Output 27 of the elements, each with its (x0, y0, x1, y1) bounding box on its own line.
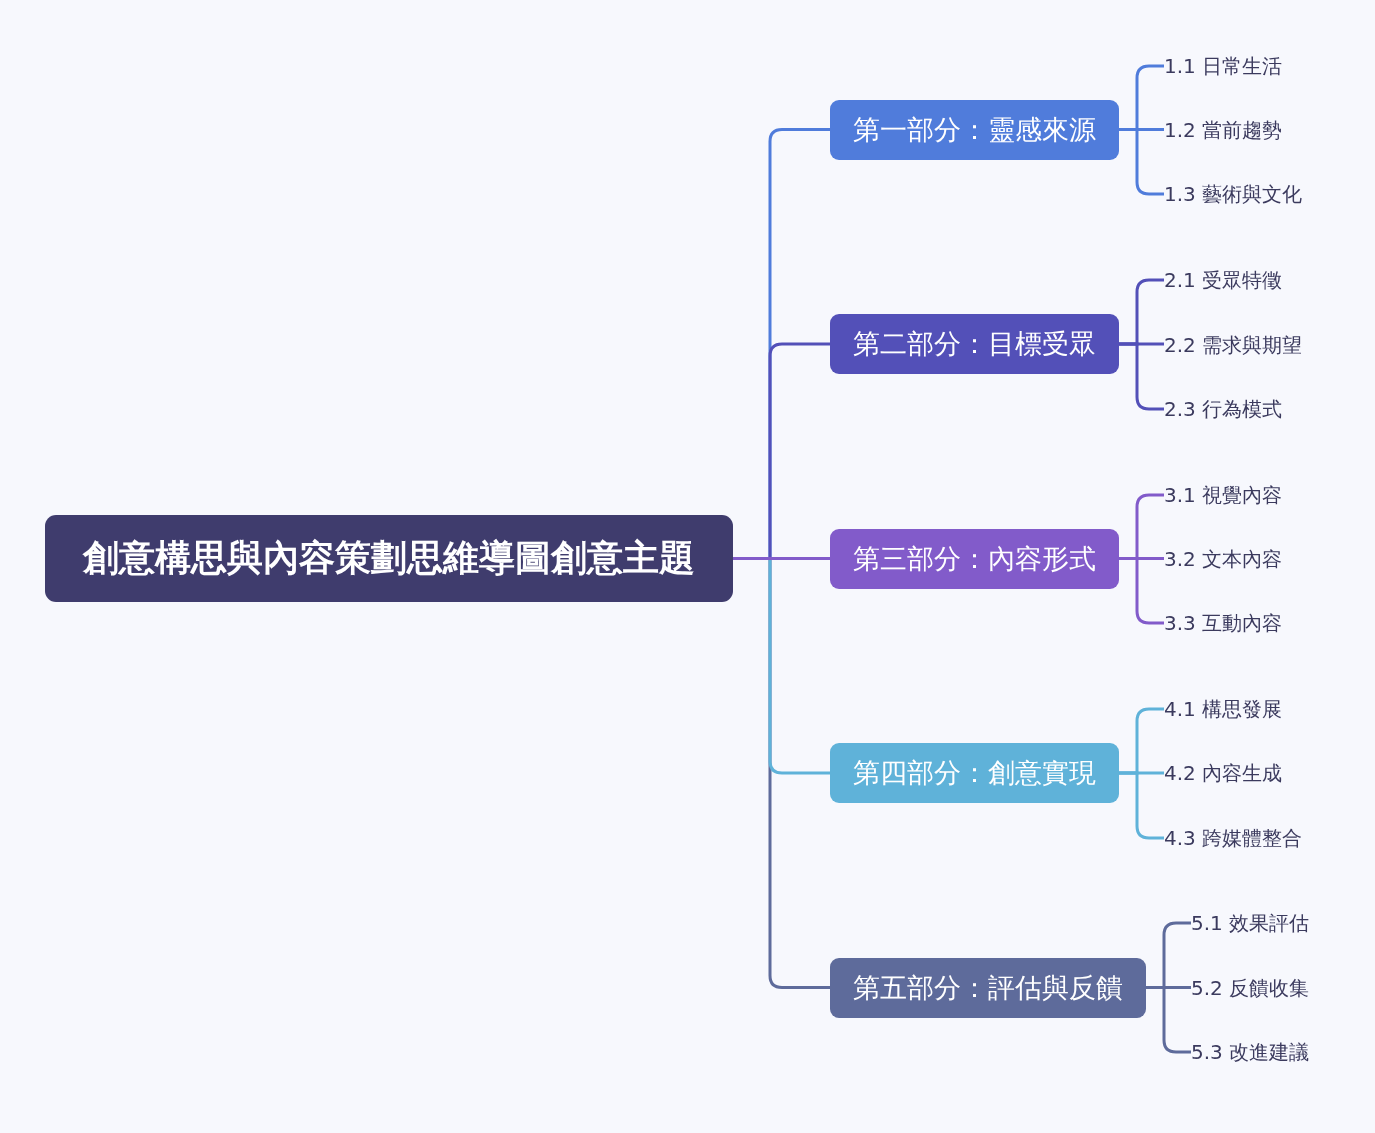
subtopic-text: 1.1 日常生活 (1164, 52, 1283, 80)
connector-line (1119, 342, 1164, 411)
connector-line (733, 557, 830, 560)
central-topic-box: 創意構思與內容策劃思維導圖創意主題 (45, 515, 733, 602)
connector-line (1119, 128, 1164, 196)
subtopic-text: 3.3 互動內容 (1164, 609, 1283, 637)
connector-line (1146, 986, 1191, 1054)
subtopic-text: 3.2 文本內容 (1164, 545, 1283, 573)
subtopic-text: 5.2 反饋收集 (1191, 974, 1310, 1002)
connector-line (1119, 557, 1164, 625)
topic-box: 第三部分：內容形式 (830, 528, 1119, 589)
subtopic-text: 1.2 當前趨勢 (1164, 116, 1283, 144)
connector-line (1119, 771, 1164, 840)
subtopic-text: 2.3 行為模式 (1164, 395, 1283, 423)
subtopic-text: 2.2 需求與期望 (1164, 331, 1303, 359)
topic-box: 第二部分：目標受眾 (830, 314, 1119, 374)
subtopic-text: 4.3 跨媒體整合 (1164, 824, 1303, 852)
subtopic-text: 5.3 改進建議 (1191, 1038, 1310, 1066)
subtopic-text: 4.2 內容生成 (1164, 759, 1283, 787)
subtopic-text: 2.1 受眾特徵 (1164, 266, 1283, 294)
subtopic-text: 5.1 效果評估 (1191, 909, 1310, 937)
topic-box: 第五部分：評估與反饋 (830, 957, 1146, 1018)
subtopic-text: 1.3 藝術與文化 (1164, 180, 1303, 208)
subtopic-text: 3.1 視覺內容 (1164, 481, 1283, 509)
topic-box: 第四部分：創意實現 (830, 743, 1119, 803)
subtopic-text: 4.1 構思發展 (1164, 695, 1283, 723)
topic-box: 第一部分：靈感來源 (830, 99, 1119, 160)
